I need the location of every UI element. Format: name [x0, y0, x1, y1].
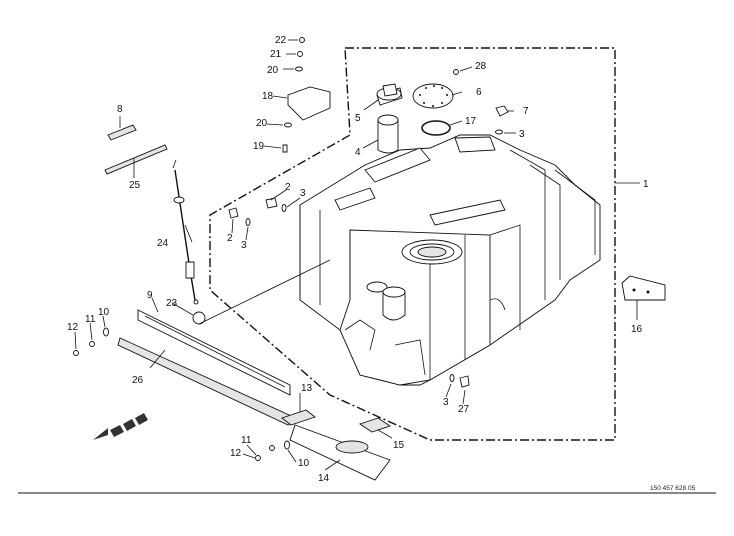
callout-13: 13	[301, 383, 313, 394]
callout-12: 12	[67, 322, 79, 333]
callout-12: 12	[230, 448, 242, 459]
level-sensor	[172, 159, 199, 305]
callout-26: 26	[132, 375, 144, 386]
callout-10: 10	[98, 307, 110, 318]
callout-19: 19	[253, 141, 265, 152]
callout-20: 20	[256, 118, 268, 129]
fasteners	[73, 37, 509, 461]
callout-11: 11	[241, 435, 252, 446]
callout-6: 6	[476, 87, 482, 98]
pad-13	[281, 409, 316, 426]
callout-7: 7	[523, 106, 529, 117]
callout-4: 4	[355, 147, 361, 158]
callout-5: 5	[355, 113, 361, 124]
cover-26	[117, 337, 302, 426]
callout-2: 2	[227, 233, 233, 244]
callout-3: 3	[443, 397, 449, 408]
pad-15	[358, 417, 392, 433]
rail-9	[137, 309, 291, 396]
fuel-tank	[299, 134, 601, 386]
callout-1: 1	[643, 179, 649, 190]
callout-8: 8	[117, 104, 123, 115]
bracket-18	[287, 86, 331, 121]
callout-22: 22	[275, 35, 287, 46]
callout-3: 3	[300, 188, 306, 199]
callout-14: 14	[318, 473, 330, 484]
callout-28: 28	[475, 61, 487, 72]
bracket-16	[621, 275, 666, 301]
callout-3: 3	[519, 129, 525, 140]
callout-10: 10	[298, 458, 310, 469]
assembly-boundary	[209, 47, 616, 441]
callout-24: 24	[157, 238, 169, 249]
callout-3: 3	[241, 240, 247, 251]
callout-labels: 1 2 2 3 3 3 3 4 5 6 7 8 9 10 10 11 11 12…	[67, 35, 649, 484]
callout-21: 21	[270, 49, 282, 60]
tube	[377, 114, 399, 154]
callout-17: 17	[465, 116, 477, 127]
flange-plate	[412, 83, 454, 109]
direction-arrow	[93, 413, 148, 440]
callout-2: 2	[285, 182, 291, 193]
sender-unit	[376, 83, 403, 106]
callout-15: 15	[393, 440, 405, 451]
callout-27: 27	[458, 404, 470, 415]
callout-18: 18	[262, 91, 274, 102]
leader-lines	[74, 39, 640, 471]
callout-20: 20	[267, 65, 279, 76]
drawing-code: 150 457 628 05	[650, 485, 696, 492]
callout-16: 16	[631, 324, 643, 335]
callout-9: 9	[147, 290, 153, 301]
o-ring	[421, 120, 451, 136]
strip-25	[104, 144, 168, 175]
callout-25: 25	[129, 180, 141, 191]
plate-14	[289, 424, 391, 481]
callout-23: 23	[166, 298, 178, 309]
pad-8	[107, 124, 137, 141]
callout-11: 11	[85, 314, 96, 325]
